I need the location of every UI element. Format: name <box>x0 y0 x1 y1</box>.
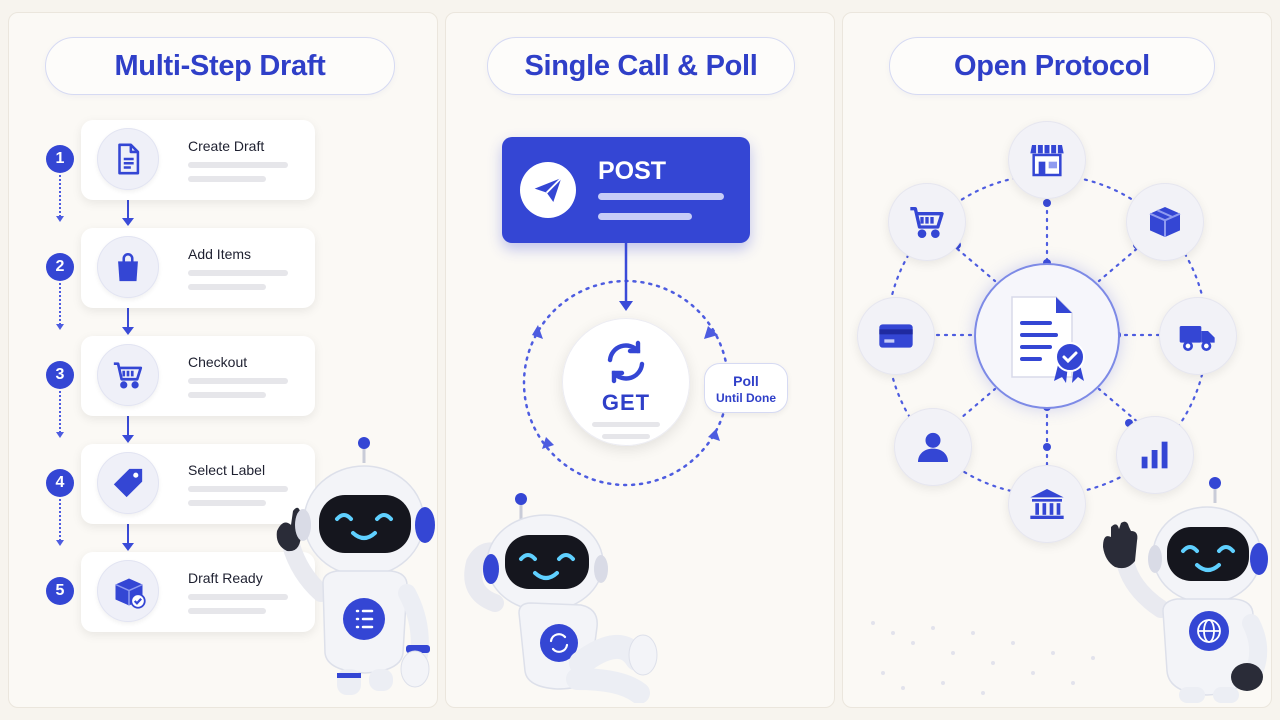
placeholder-line <box>188 378 288 384</box>
credit-card-icon <box>879 324 913 348</box>
post-label: POST <box>598 157 667 185</box>
step-connector-arrow <box>122 435 134 443</box>
step-card-select-label: Select Label <box>81 444 315 524</box>
user-icon <box>918 432 948 462</box>
step-dotted-arrow <box>56 324 64 330</box>
placeholder-line <box>602 434 650 439</box>
step-card-draft-ready: Draft Ready <box>81 552 315 632</box>
package-check-icon <box>97 560 159 622</box>
cart-node <box>888 183 966 261</box>
placeholder-line <box>188 486 288 492</box>
step-dotted-line <box>59 499 61 541</box>
step-card-checkout: Checkout <box>81 336 315 416</box>
placeholder-line <box>188 176 266 182</box>
step-label: Add Items <box>188 246 252 262</box>
placeholder-line <box>188 392 266 398</box>
package-icon <box>1149 207 1181 237</box>
step-dotted-line <box>59 391 61 433</box>
step-dotted-arrow <box>56 540 64 546</box>
step-number: 2 <box>46 253 74 281</box>
step-connector <box>127 198 129 220</box>
robot-relaxing <box>464 493 658 703</box>
paper-plane-icon <box>520 162 576 218</box>
credit-card-node <box>857 297 935 375</box>
placeholder-line <box>598 193 724 200</box>
step-dotted-arrow <box>56 216 64 222</box>
certified-document-hub <box>974 263 1120 409</box>
multi-step-title: Multi-Step Draft <box>45 37 395 95</box>
step-connector-arrow <box>122 543 134 551</box>
placeholder-line <box>598 213 692 220</box>
bank-icon <box>1030 489 1064 519</box>
user-node <box>894 408 972 486</box>
open-protocol-title: Open Protocol <box>889 37 1215 95</box>
step-connector-arrow <box>122 218 134 226</box>
placeholder-line <box>188 284 266 290</box>
shopping-bag-icon <box>97 236 159 298</box>
step-label: Draft Ready <box>188 570 263 586</box>
step-connector-arrow <box>122 327 134 335</box>
package-node <box>1126 183 1204 261</box>
robot-waving <box>1103 477 1268 703</box>
until-done-label: Until Done <box>716 391 776 405</box>
robot-pointing <box>276 437 435 695</box>
open-protocol-panel: Open Protocol <box>842 12 1272 708</box>
step-number: 5 <box>46 577 74 605</box>
refresh-icon <box>607 340 645 384</box>
step-dotted-line <box>59 283 61 325</box>
chart-node <box>1116 416 1194 494</box>
step-number: 3 <box>46 361 74 389</box>
cart-icon <box>910 207 944 238</box>
document-icon <box>97 128 159 190</box>
single-call-title: Single Call & Poll <box>487 37 795 95</box>
step-dotted-line <box>59 175 61 217</box>
tag-icon <box>97 452 159 514</box>
storefront-node <box>1008 121 1086 199</box>
post-request-card: POST <box>502 137 750 243</box>
step-number: 1 <box>46 145 74 173</box>
step-connector <box>127 415 129 437</box>
step-label: Create Draft <box>188 138 265 154</box>
chart-icon <box>1141 441 1168 469</box>
step-label: Checkout <box>188 354 248 370</box>
poll-label: Poll <box>733 373 759 389</box>
certified-document-icon <box>1011 296 1085 383</box>
cart-icon <box>97 344 159 406</box>
step-dotted-arrow <box>56 432 64 438</box>
multi-step-panel: Multi-Step Draft 1 2 3 4 5 Create Draft … <box>8 12 438 708</box>
placeholder-line <box>188 162 288 168</box>
step-card-add-items: Add Items <box>81 228 315 308</box>
step-number: 4 <box>46 469 74 497</box>
get-request-node: GET <box>562 318 690 446</box>
placeholder-line <box>592 422 660 427</box>
step-card-create-draft: Create Draft <box>81 120 315 200</box>
truck-icon <box>1179 326 1215 352</box>
storefront-icon <box>1030 145 1064 177</box>
bank-node <box>1008 465 1086 543</box>
get-label: GET <box>601 390 651 415</box>
placeholder-line <box>188 608 266 614</box>
step-connector <box>127 523 129 545</box>
placeholder-line <box>188 500 266 506</box>
single-call-panel: Single Call & Poll POST GET Poll Until D… <box>445 12 835 708</box>
placeholder-line <box>188 270 288 276</box>
step-connector <box>127 307 129 329</box>
step-label: Select Label <box>188 462 266 478</box>
truck-node <box>1159 297 1237 375</box>
poll-until-done-badge: Poll Until Done <box>704 363 788 413</box>
placeholder-line <box>188 594 288 600</box>
